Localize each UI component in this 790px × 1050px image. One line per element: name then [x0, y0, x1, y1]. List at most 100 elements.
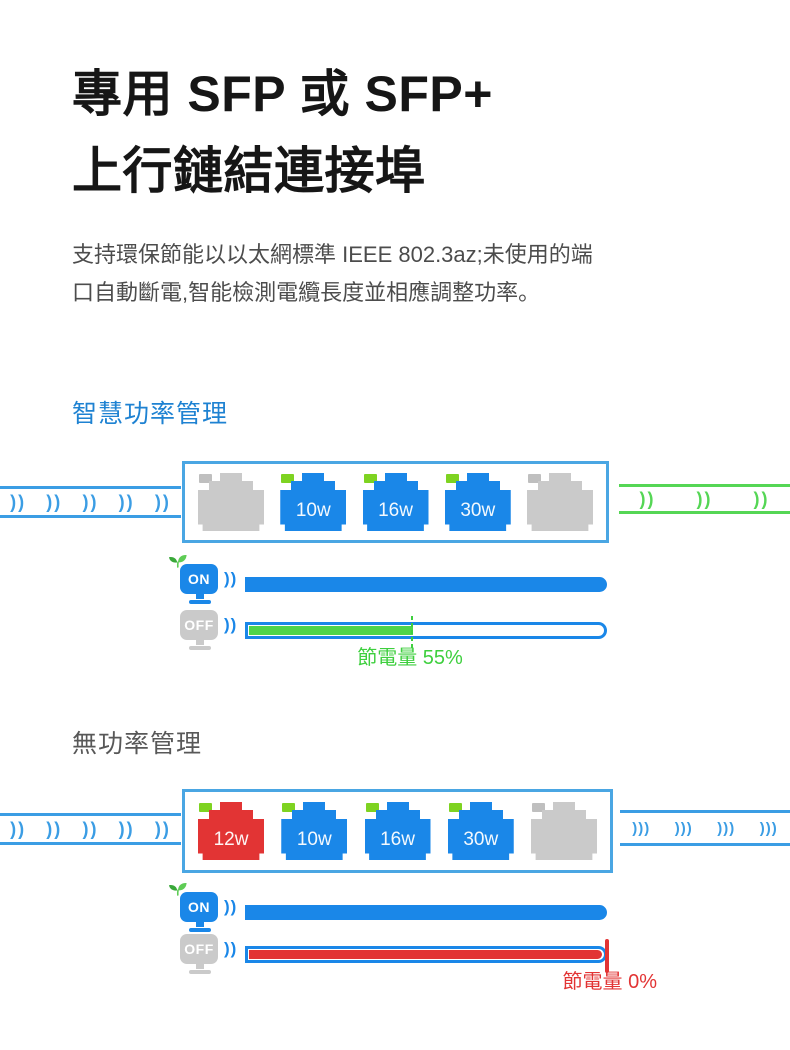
incoming-cable-none: )) )) )) )) ))	[0, 813, 181, 845]
signal-wave-icon: ))	[10, 492, 27, 512]
port-label: 16w	[362, 490, 429, 531]
device-off-row-smart: OFF ))	[180, 602, 608, 658]
port-shape	[220, 473, 242, 483]
port-label: 30w	[447, 819, 514, 860]
monitor-stand	[196, 964, 204, 969]
signal-wave-icon: ))	[46, 492, 63, 512]
device-state-label: OFF	[180, 934, 218, 964]
outgoing-cable-smart: )) )) ))	[619, 484, 790, 514]
port-shape	[549, 473, 571, 483]
signal-wave-icon: ))	[639, 489, 656, 509]
savings-caption-smart: 節電量 55%	[357, 647, 463, 669]
signal-wave-icon: ))	[224, 897, 238, 916]
signal-wave-icon: ))	[224, 615, 238, 634]
signal-wave-icon: ))	[224, 939, 238, 958]
port-led-icon	[281, 474, 295, 483]
port-shape	[386, 802, 409, 812]
port-led-icon	[282, 803, 296, 812]
ethernet-port-icon: 10w	[280, 473, 347, 531]
savings-tick-icon	[411, 615, 414, 648]
outgoing-cable-none: ))) ))) ))) )))	[620, 810, 790, 846]
section-smart-heading: 智慧功率管理	[72, 400, 229, 428]
port-label: 10w	[280, 490, 347, 531]
signal-wave-icon: )))	[632, 819, 651, 837]
monitor-stand	[196, 640, 204, 645]
port-shape	[302, 473, 325, 483]
signal-wave-icon: ))	[82, 819, 99, 839]
signal-wave-icon: ))	[82, 492, 99, 512]
device-on-icon: ON	[169, 882, 220, 932]
port-led-icon	[199, 803, 212, 812]
power-bar-savings-smart-off	[245, 615, 608, 648]
port-shape	[553, 802, 575, 812]
signal-wave-icon: ))	[154, 492, 171, 512]
port-led-icon	[199, 474, 212, 483]
ethernet-port-icon	[531, 802, 597, 860]
port-shape	[220, 802, 242, 812]
switch-ports-box-smart: 10w 16w 30w	[182, 461, 609, 543]
signal-wave-icon: ))	[10, 819, 27, 839]
page-title-line2: 上行鏈結連接埠	[72, 143, 426, 199]
page-description-line1: 支持環保節能以以太網標準 IEEE 802.3az;未使用的端	[72, 242, 593, 267]
device-off-icon: OFF	[180, 610, 220, 650]
monitor-stand	[196, 594, 204, 599]
signal-wave-icon: )))	[717, 819, 736, 837]
ethernet-port-icon	[198, 473, 264, 531]
signal-wave-icon: ))	[753, 489, 770, 509]
monitor-base	[189, 600, 211, 604]
port-led-icon	[528, 474, 541, 483]
device-state-label: ON	[180, 892, 218, 922]
monitor-base	[189, 970, 211, 974]
device-off-row-none: OFF ))	[180, 926, 610, 982]
port-shape	[303, 802, 326, 812]
signal-wave-icon: ))	[118, 819, 135, 839]
ethernet-port-icon: 12w	[198, 802, 264, 860]
ethernet-port-icon: 30w	[444, 473, 511, 531]
port-led-icon	[363, 474, 377, 483]
port-label: 30w	[444, 490, 511, 531]
port-label: 16w	[364, 819, 431, 860]
page-description-line2: 口自動斷電,智能檢測電纜長度並相應調整功率。	[72, 280, 541, 305]
page-title-line1: 專用 SFP 或 SFP+	[72, 66, 493, 122]
signal-wave-icon: ))	[154, 819, 171, 839]
page-title: 專用 SFP 或 SFP+ 上行鏈結連接埠	[72, 56, 493, 210]
port-label: 12w	[198, 819, 264, 860]
ethernet-port-icon	[527, 473, 593, 531]
waste-tick-icon	[605, 938, 610, 973]
ethernet-port-icon: 16w	[364, 802, 431, 860]
port-shape	[466, 473, 489, 483]
port-led-icon	[445, 474, 459, 483]
monitor-base	[189, 928, 211, 932]
incoming-cable-smart: )) )) )) )) ))	[0, 486, 181, 518]
power-bar-full-smart-on	[245, 576, 608, 592]
port-label	[198, 490, 264, 531]
port-label: 10w	[281, 819, 348, 860]
port-shape	[384, 473, 407, 483]
port-label	[531, 819, 597, 860]
device-on-row-none: ON ))	[169, 882, 608, 940]
port-shape	[469, 802, 492, 812]
power-bar-savings-none-off	[245, 938, 610, 973]
waste-fill	[249, 949, 603, 959]
device-on-icon: ON	[169, 554, 220, 604]
savings-caption-none: 節電量 0%	[562, 971, 657, 993]
signal-wave-icon: ))	[696, 489, 713, 509]
device-state-label: ON	[180, 564, 218, 594]
signal-wave-icon: )))	[759, 819, 778, 837]
device-state-label: OFF	[180, 610, 218, 640]
device-on-row-smart: ON ))	[169, 554, 608, 612]
ethernet-port-icon: 10w	[281, 802, 348, 860]
signal-wave-icon: ))	[46, 819, 63, 839]
monitor-base	[189, 646, 211, 650]
signal-wave-icon: )))	[674, 819, 693, 837]
port-label	[527, 490, 593, 531]
power-bar-full-none-on	[245, 904, 608, 920]
signal-wave-icon: ))	[118, 492, 135, 512]
port-led-icon	[448, 803, 462, 812]
eco-leaf-icon	[169, 554, 187, 568]
savings-fill	[249, 625, 414, 635]
monitor-stand	[196, 922, 204, 927]
switch-ports-box-none: 12w 10w 16w 30w	[182, 789, 613, 873]
signal-wave-icon: ))	[224, 569, 238, 588]
